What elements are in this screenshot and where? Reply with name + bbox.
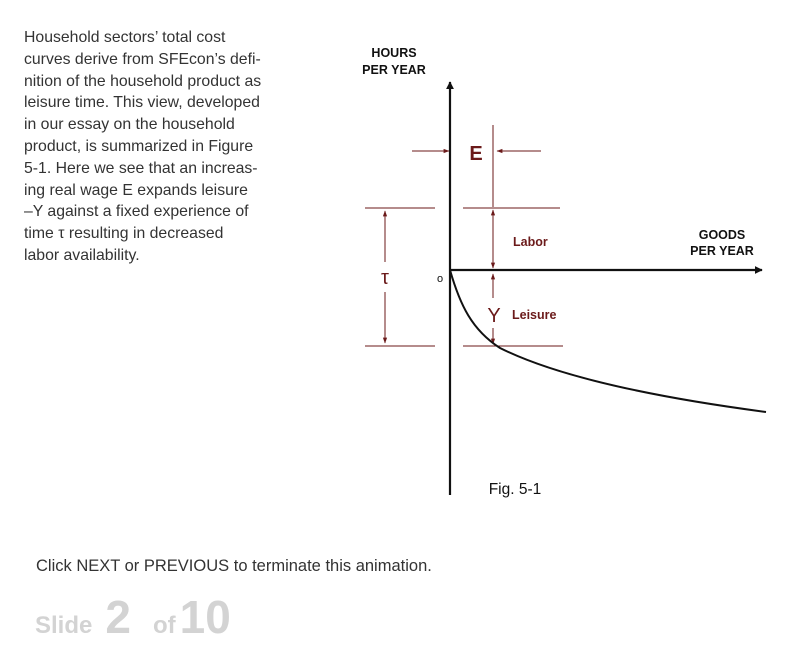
intro-line: labor availability. bbox=[24, 246, 140, 264]
slide-counter: Slide 2 of 10 bbox=[35, 590, 231, 644]
intro-line: time τ resulting in decreased bbox=[24, 225, 224, 243]
total-slides: 10 bbox=[179, 591, 231, 643]
y-label: Y bbox=[487, 305, 500, 327]
intro-paragraph: Household sectors’ total cost curves der… bbox=[24, 27, 302, 267]
y-axis-label-line1: HOURS bbox=[371, 46, 416, 60]
x-axis-label-line2: PER YEAR bbox=[690, 244, 754, 258]
household-cost-curve bbox=[449, 269, 767, 413]
intro-line: Household sectors’ total cost bbox=[24, 29, 226, 46]
intro-line: curves derive from SFEcon’s defi- bbox=[24, 50, 261, 68]
intro-line: product, is summarized in Figure bbox=[24, 137, 254, 155]
intro-line: nition of the household product as bbox=[24, 72, 262, 90]
intro-line: in our essay on the household bbox=[24, 116, 235, 134]
y-axis-label-line2: PER YEAR bbox=[362, 63, 426, 77]
tau-label: τ bbox=[381, 267, 389, 289]
origin-label: o bbox=[437, 273, 443, 285]
of-word: of bbox=[152, 612, 176, 639]
current-slide-number: 2 bbox=[105, 591, 131, 643]
navigation-instruction: Click NEXT or PREVIOUS to terminate this… bbox=[36, 557, 432, 575]
labor-label: Labor bbox=[513, 235, 548, 249]
e-label: E bbox=[469, 143, 482, 165]
intro-line: –Y against a fixed experience of bbox=[24, 203, 249, 221]
intro-line: leisure time. This view, developed bbox=[24, 94, 260, 112]
slide-word: Slide bbox=[35, 612, 93, 639]
intro-line: ing real wage E expands leisure bbox=[24, 181, 248, 199]
intro-line: 5-1. Here we see that an increas- bbox=[24, 159, 258, 177]
leisure-label: Leisure bbox=[512, 308, 557, 322]
figure-caption: Fig. 5-1 bbox=[489, 481, 542, 498]
x-axis-label-line1: GOODS bbox=[699, 228, 746, 242]
